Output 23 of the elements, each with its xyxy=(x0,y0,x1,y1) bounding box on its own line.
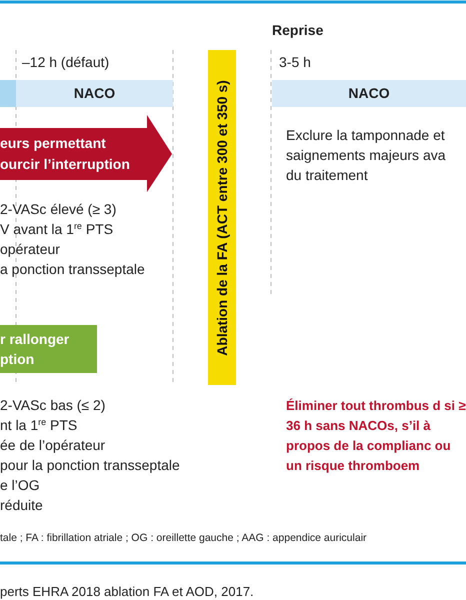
timeline-band: NACO xyxy=(272,80,466,107)
list-item: nt la 1$^{re}$ PTS xyxy=(0,416,78,434)
list-item: a ponction transseptale xyxy=(0,260,145,278)
list-item: pour la ponction transseptale xyxy=(0,456,180,474)
footnote-text: tale ; FA : fibrillation atriale ; OG : oreillette gauche ; AAG : appendice auriculair xyxy=(0,531,367,546)
source-text: perts EHRA 2018 ablation FA et AOD, 2017. xyxy=(0,583,254,600)
timeline-band xyxy=(0,80,16,107)
list-item: réduite xyxy=(0,496,43,514)
list-item: opérateur xyxy=(0,240,60,258)
time-label: –12 h (défaut) xyxy=(22,53,110,71)
label-box: r rallonger ption xyxy=(0,325,97,373)
list-item: 2-VASc élevé (≥ 3) xyxy=(0,200,116,218)
time-label: 3-5 h xyxy=(279,53,311,71)
section-heading: Reprise xyxy=(272,21,324,39)
list-item: ée de l’opérateur xyxy=(0,436,106,454)
warning-text: Éliminer tout thrombus d si ≥ 36 h sans NACOs, s’il à propos de la complianc ou un risque thromboem xyxy=(286,397,466,475)
arrow-banner: eurs permettant ourcir l’interruption xyxy=(0,115,172,192)
list-item: e l’OG xyxy=(0,476,40,494)
procedure-bar: Ablation de la FA (ACT entre 300 et 350 s) xyxy=(208,50,236,385)
note-text: Exclure la tamponnade et saignements majeurs ava du traitement xyxy=(286,126,447,185)
timeline-band: NACO xyxy=(16,80,173,107)
list-item: 2-VASc bas (≤ 2) xyxy=(0,396,106,414)
list-item: V avant la 1$^{re}$ PTS xyxy=(0,220,114,238)
